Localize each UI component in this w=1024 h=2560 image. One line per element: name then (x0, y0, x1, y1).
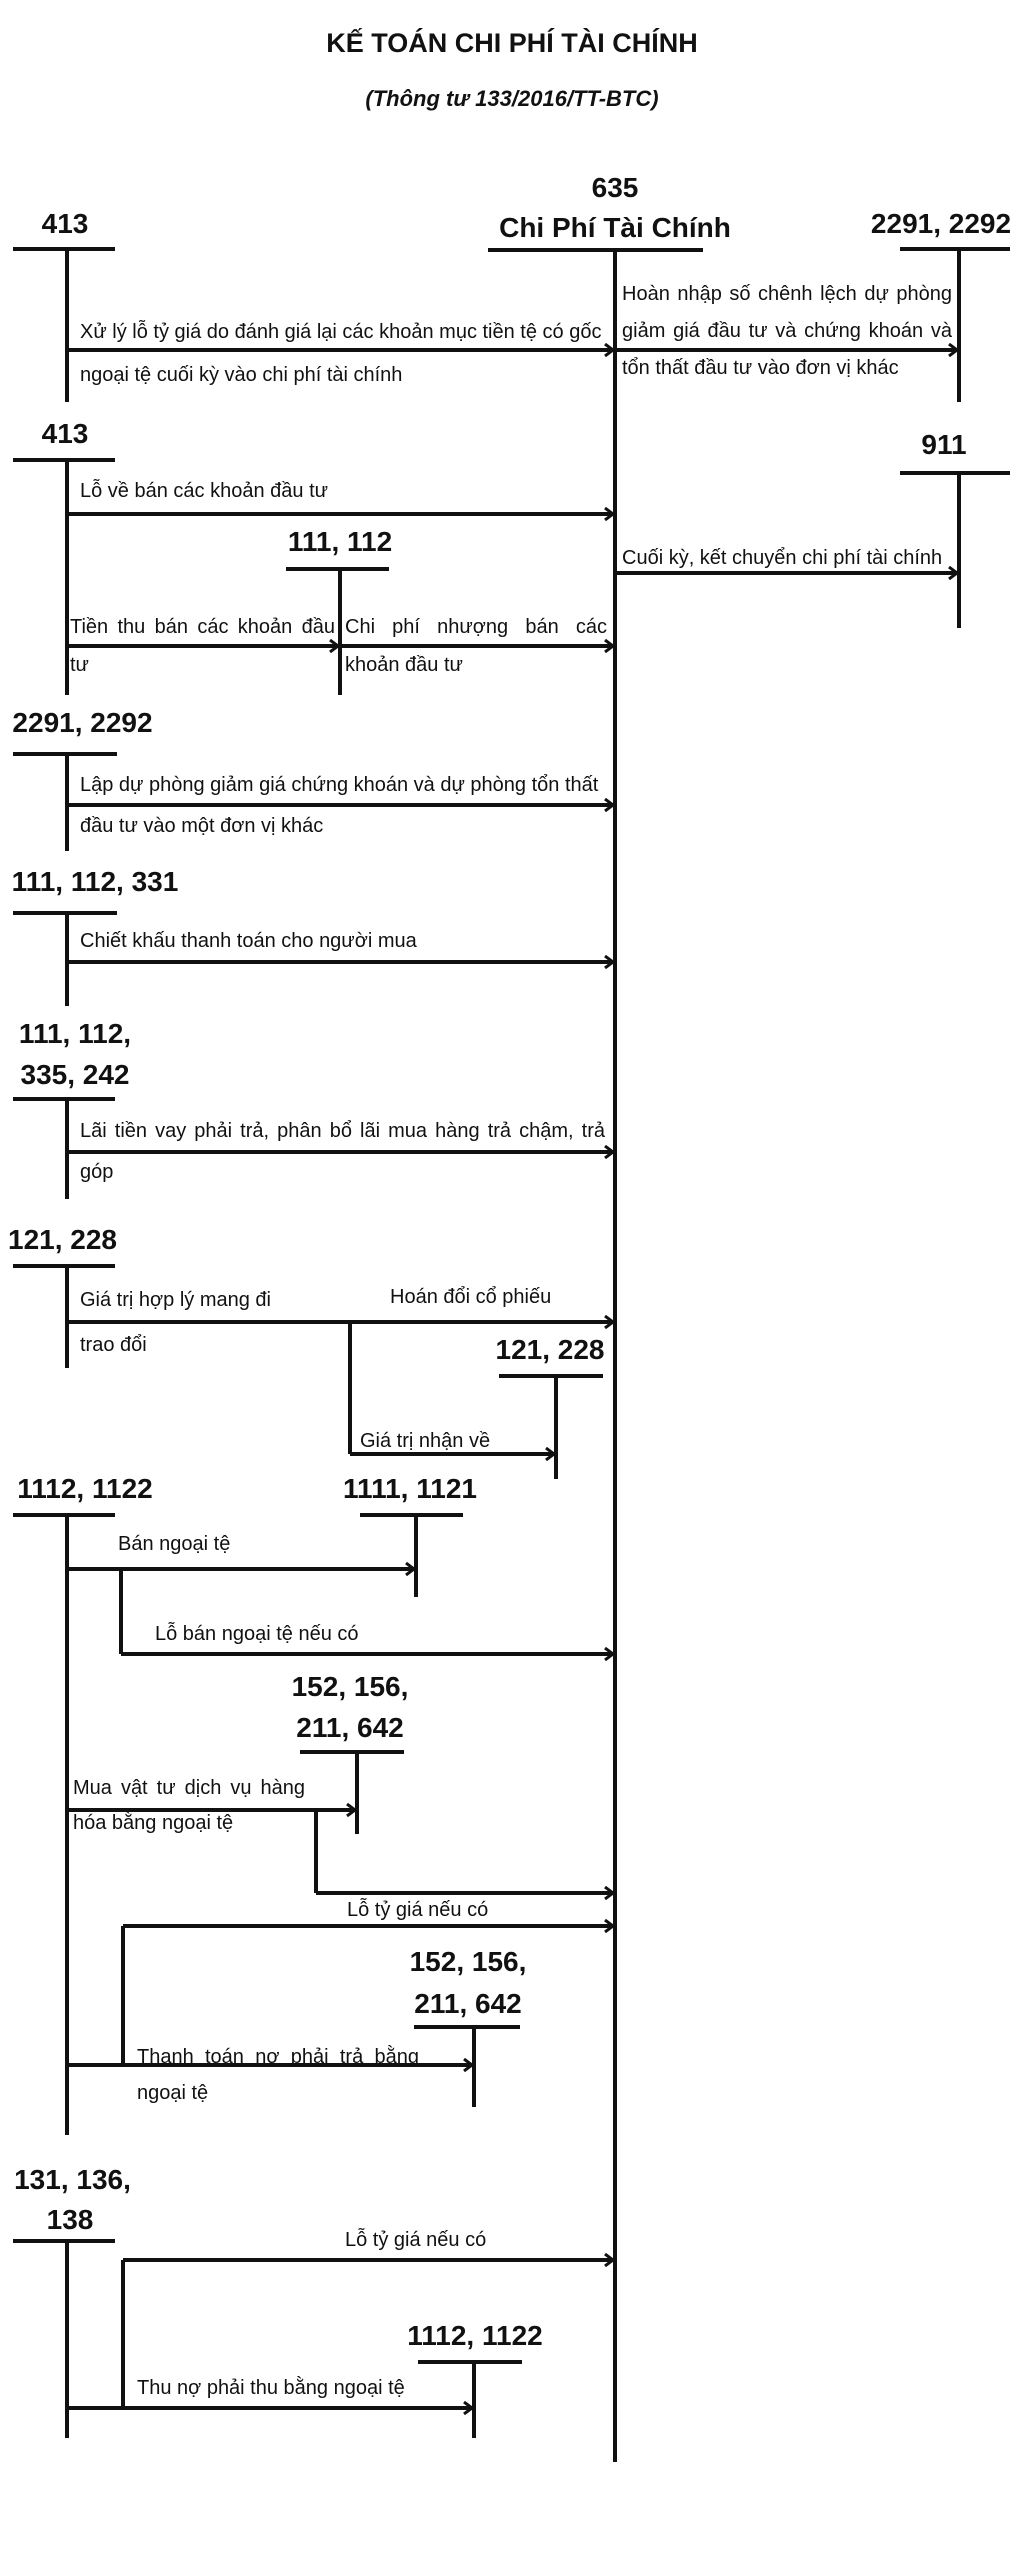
account-1112-1122-right-label: 1112, 1122 (407, 2320, 543, 2351)
account-152-1-label-line1: 152, 156, (291, 1671, 409, 1702)
account-111-112-label: 111, 112 (287, 526, 393, 557)
account-413-2-label: 413 (41, 418, 89, 449)
entry-tien-thu-ban: Tiền thu bán các khoản đầu tư (70, 616, 335, 676)
entry-lo-ban-dau-tu: Lỗ về bán các khoản đầu tư (80, 480, 329, 502)
account-2291-right-label: 2291, 2292 (870, 208, 1012, 239)
account-111-112-331-label: 111, 112, 331 (11, 866, 179, 897)
entry-lo-ty-gia-1: Lỗ tỷ giá nếu có (347, 1899, 489, 1921)
account-635-name: Chi Phí Tài Chính (499, 212, 731, 243)
entry-chi-phi-nhuong-ban: Chi phí nhượng bán các khoản đầu tư (345, 616, 607, 676)
entry-hoan-doi-co-phieu: Hoán đổi cổ phiếu (390, 1286, 552, 1308)
account-2291-left-label: 2291, 2292 (12, 707, 153, 738)
entry-lai-tien-vay: Lãi tiền vay phải trả, phân bổ lãi mua h… (80, 1120, 605, 1183)
entry-ket-chuyen: Cuối kỳ, kết chuyển chi phí tài chính (622, 547, 943, 569)
account-335-label-line2: 335, 242 (20, 1059, 130, 1090)
account-152-2-label-line2: 211, 642 (414, 1988, 522, 2019)
page-subtitle: (Thông tư 133/2016/TT-BTC) (365, 86, 659, 111)
account-121-228-left-label: 121, 228 (8, 1224, 117, 1255)
account-911-label: 911 (921, 429, 967, 460)
account-131-label-line2: 138 (46, 2204, 94, 2235)
account-1111-1121-label: 1111, 1121 (343, 1473, 477, 1504)
entry-hoan-nhap-du-phong: Hoàn nhập số chênh lệch dự phòng giảm gi… (622, 283, 952, 379)
account-335-label-line1: 111, 112, (18, 1018, 132, 1049)
entry-gia-tri-nhan-ve: Giá trị nhận về (360, 1430, 491, 1452)
account-121-228-right-label: 121, 228 (495, 1334, 605, 1365)
entry-xu-ly-lo-ty-gia: Xử lý lỗ tỷ giá do đánh giá lại các khoả… (80, 321, 602, 386)
account-413-label: 413 (41, 208, 89, 239)
entry-gia-tri-hop-ly: Giá trị hợp lý mang đi trao đổi (80, 1289, 271, 1356)
entry-chiet-khau: Chiết khấu thanh toán cho người mua (80, 930, 417, 952)
entry-lap-du-phong: Lập dự phòng giảm giá chứng khoán và dự … (80, 774, 599, 837)
account-152-1-label-line2: 211, 642 (296, 1712, 404, 1743)
account-635-number: 635 (591, 172, 639, 203)
account-131-label-line1: 131, 136, (14, 2164, 131, 2195)
account-1112-1122-left-label: 1112, 1122 (17, 1473, 153, 1504)
entry-thu-no: Thu nợ phải thu bằng ngoại tệ (137, 2377, 405, 2399)
entry-lo-ban-ngoai-te: Lỗ bán ngoại tệ nếu có (155, 1623, 359, 1645)
account-152-2-label-line1: 152, 156, (409, 1946, 527, 1977)
entry-ban-ngoai-te: Bán ngoại tệ (118, 1533, 231, 1555)
page-title: KẾ TOÁN CHI PHÍ TÀI CHÍNH (326, 28, 698, 58)
entry-thanh-toan-no: Thanh toán nợ phải trả bằng ngoại tệ (137, 2046, 419, 2104)
entry-lo-ty-gia-2: Lỗ tỷ giá nếu có (345, 2229, 487, 2251)
entry-mua-vat-tu: Mua vật tư dịch vụ hàng hóa bằng ngoại t… (73, 1777, 305, 1834)
